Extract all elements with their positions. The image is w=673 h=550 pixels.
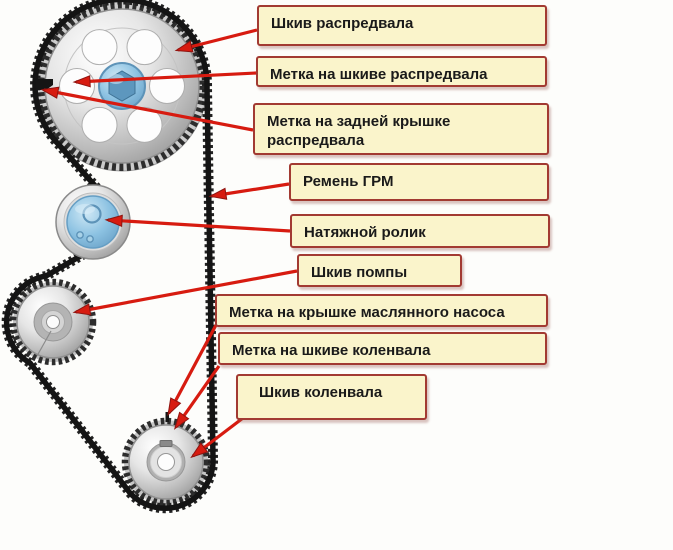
label-text: Метка на шкиве распредвала: [270, 66, 488, 83]
arrow-tensioner-roller: [104, 214, 291, 233]
label-text: Шкив коленвала: [259, 384, 383, 401]
arrow-camshaft-pulley: [174, 28, 258, 53]
arrow-camshaft-rear-cover-mark: [40, 86, 254, 132]
label-box-timing-belt: Ремень ГРМ: [289, 163, 549, 201]
label-text: Метка на шкиве коленвала: [232, 342, 431, 359]
label-box-tensioner-roller: Натяжной ролик: [290, 214, 550, 248]
pump-sprocket-teeth: [9, 278, 97, 366]
label-box-oil-pump-cover-mark: Метка на крышке маслянного насоса: [215, 294, 548, 327]
arrow-timing-belt: [208, 182, 290, 200]
camshaft-sprocket: [36, 0, 208, 172]
label-text: Шкив помпы: [311, 264, 408, 281]
label-box-crankshaft-pulley: Шкив коленвала: [236, 374, 427, 420]
label-text: Шкив распредвала: [271, 15, 414, 32]
crankshaft-sprocket: [121, 412, 211, 507]
arrow-pump-pulley: [72, 269, 298, 316]
pump-center-hole: [46, 315, 60, 329]
crankshaft-center-hole: [157, 453, 175, 471]
crankshaft-mark-tick: [165, 412, 169, 422]
arrow-camshaft-pulley-mark: [72, 71, 257, 88]
camshaft-sprocket-holes: [59, 29, 185, 143]
label-box-camshaft-rear-cover-mark: Метка на задней крышке распредвала: [253, 103, 549, 155]
label-text: Метка на задней крышке распредвала: [267, 113, 451, 149]
tensioner-roller: [55, 184, 131, 260]
arrow-crankshaft-pulley: [190, 416, 244, 459]
label-box-pump-pulley: Шкив помпы: [297, 254, 462, 287]
label-text: Натяжной ролик: [304, 224, 426, 241]
label-box-camshaft-pulley-mark: Метка на шкиве распредвала: [256, 56, 547, 87]
crankshaft-sprocket-teeth: [121, 417, 211, 507]
pump-sprocket: [9, 278, 97, 366]
label-box-crankshaft-pulley-mark: Метка на шкиве коленвала: [218, 332, 547, 365]
label-box-camshaft-pulley: Шкив распредвала: [257, 5, 547, 46]
label-text: Метка на крышке маслянного насоса: [229, 304, 505, 321]
callout-arrows: [40, 28, 298, 459]
crankshaft-key-notch: [159, 440, 173, 447]
arrow-oil-pump-cover-mark: [167, 324, 218, 417]
label-text: Ремень ГРМ: [303, 173, 394, 190]
arrow-crankshaft-pulley-mark: [173, 365, 221, 430]
